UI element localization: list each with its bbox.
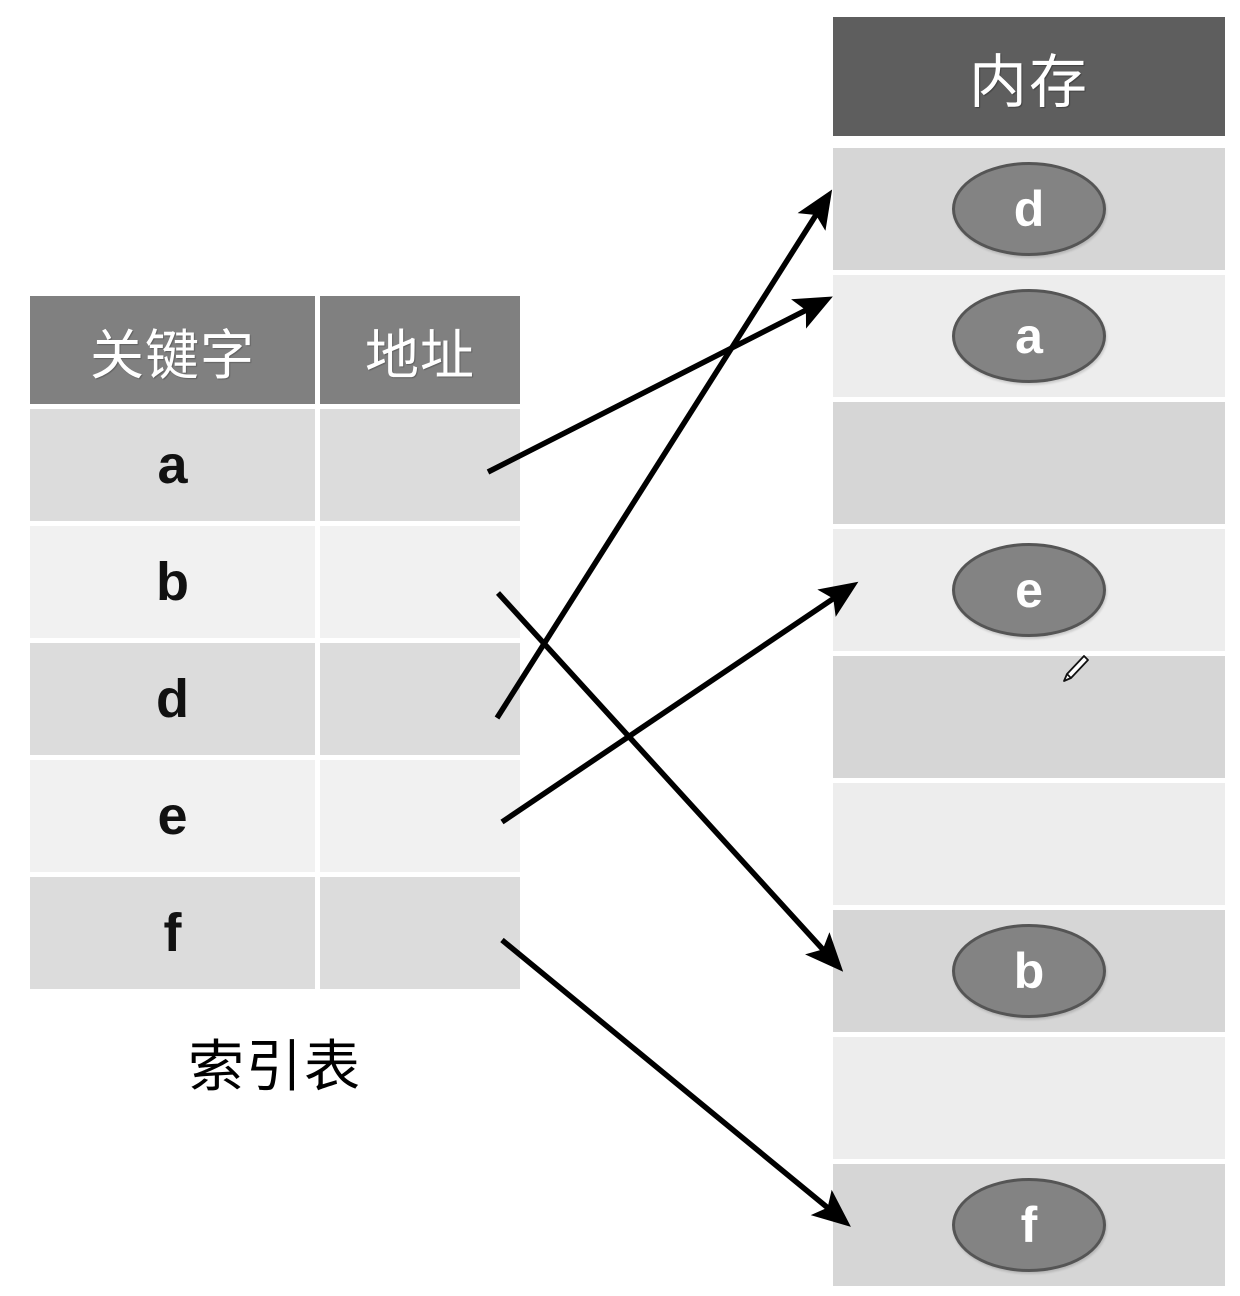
memory-value-ellipse: f bbox=[952, 1178, 1106, 1272]
column-header-address: 地址 bbox=[320, 296, 520, 404]
index-address-cell bbox=[320, 877, 520, 989]
table-row[interactable]: d bbox=[30, 643, 520, 755]
link-arrow-a bbox=[486, 296, 833, 475]
memory-header: 内存 bbox=[833, 17, 1225, 136]
memory-cell[interactable]: a bbox=[833, 275, 1225, 397]
table-row[interactable]: f bbox=[30, 877, 520, 989]
memory-value-ellipse: a bbox=[952, 289, 1106, 383]
table-row[interactable]: e bbox=[30, 760, 520, 872]
index-key-cell: d bbox=[30, 643, 315, 755]
index-key-cell: f bbox=[30, 877, 315, 989]
memory-cell[interactable] bbox=[833, 783, 1225, 905]
index-table-header-row: 关键字 地址 bbox=[30, 296, 520, 404]
index-address-cell bbox=[320, 760, 520, 872]
index-key-cell: e bbox=[30, 760, 315, 872]
index-key-cell: b bbox=[30, 526, 315, 638]
memory-value-ellipse: b bbox=[952, 924, 1106, 1018]
index-key-cell: a bbox=[30, 409, 315, 521]
memory-value-ellipse: e bbox=[952, 543, 1106, 637]
memory-cell[interactable] bbox=[833, 656, 1225, 778]
index-address-cell bbox=[320, 526, 520, 638]
link-arrow-f bbox=[500, 937, 851, 1227]
memory-cell[interactable] bbox=[833, 1037, 1225, 1159]
memory-column: 内存 d a e b f bbox=[833, 17, 1225, 1291]
memory-cell[interactable]: d bbox=[833, 148, 1225, 270]
index-table-caption: 索引表 bbox=[188, 1035, 362, 1100]
pen-cursor-icon bbox=[1063, 655, 1089, 682]
memory-cell[interactable] bbox=[833, 402, 1225, 524]
memory-cell[interactable]: b bbox=[833, 910, 1225, 1032]
memory-cell[interactable]: f bbox=[833, 1164, 1225, 1286]
index-table: 关键字 地址 a b d e f bbox=[30, 296, 520, 994]
link-arrow-b bbox=[495, 591, 844, 972]
index-address-cell bbox=[320, 409, 520, 521]
memory-cell[interactable]: e bbox=[833, 529, 1225, 651]
column-header-keyword: 关键字 bbox=[30, 296, 315, 404]
table-row[interactable]: a bbox=[30, 409, 520, 521]
link-arrow-e bbox=[500, 581, 859, 825]
index-address-cell bbox=[320, 643, 520, 755]
table-row[interactable]: b bbox=[30, 526, 520, 638]
link-arrow-d bbox=[494, 189, 833, 720]
memory-value-ellipse: d bbox=[952, 162, 1106, 256]
